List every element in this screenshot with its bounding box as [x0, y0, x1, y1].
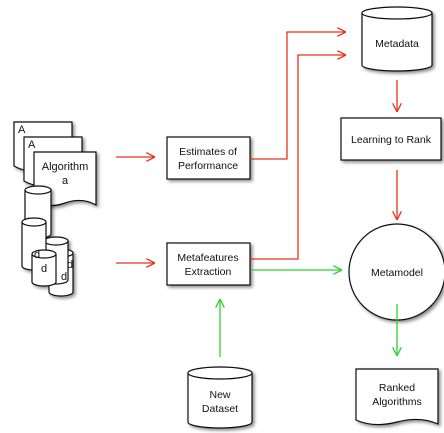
ranked-algorithms-document: [355, 368, 439, 426]
estimates-label-line2: Performance: [178, 160, 238, 172]
new-dataset-label-line1: New: [209, 389, 230, 401]
new-dataset-label-line2: Dataset: [202, 403, 238, 415]
algorithm-doc-back-label: A: [18, 124, 26, 136]
algorithm-doc-middle-label: A: [28, 139, 36, 151]
dataset-label-1: d: [67, 259, 73, 271]
learning-to-rank-label: Learning to Rank: [351, 134, 432, 146]
new-dataset-cylinder: [187, 366, 253, 429]
metafeatures-extraction-box: [166, 242, 251, 286]
metadata-label: Metadata: [375, 38, 419, 50]
dataset-cylinder-5: [31, 249, 57, 287]
dataset-label-2: d: [61, 271, 67, 283]
dataset-label-3: d: [34, 249, 40, 261]
algorithm-label-line2: a: [62, 175, 69, 187]
metadata-cylinder: [361, 6, 433, 72]
ranked-algorithms-label-line1: Ranked: [379, 382, 415, 394]
ranked-algorithms-label-line2: Algorithms: [372, 396, 422, 408]
algorithm-label-line1: Algorithm: [42, 161, 88, 173]
estimates-of-performance-box: [166, 136, 251, 180]
datasets-cylinder-group: [21, 185, 74, 297]
arrow-estimates-to-metadata: [250, 32, 345, 160]
metamodel-label: Metamodel: [371, 267, 423, 279]
metafeatures-label-line1: Metafeatures: [177, 252, 238, 264]
metafeatures-label-line2: Extraction: [185, 266, 232, 278]
dataset-label-4: d: [41, 263, 47, 275]
arrow-metafeatures-to-metadata: [250, 55, 345, 260]
learning-to-rank-box: [340, 117, 442, 161]
estimates-label-line1: Estimates of: [179, 146, 237, 158]
